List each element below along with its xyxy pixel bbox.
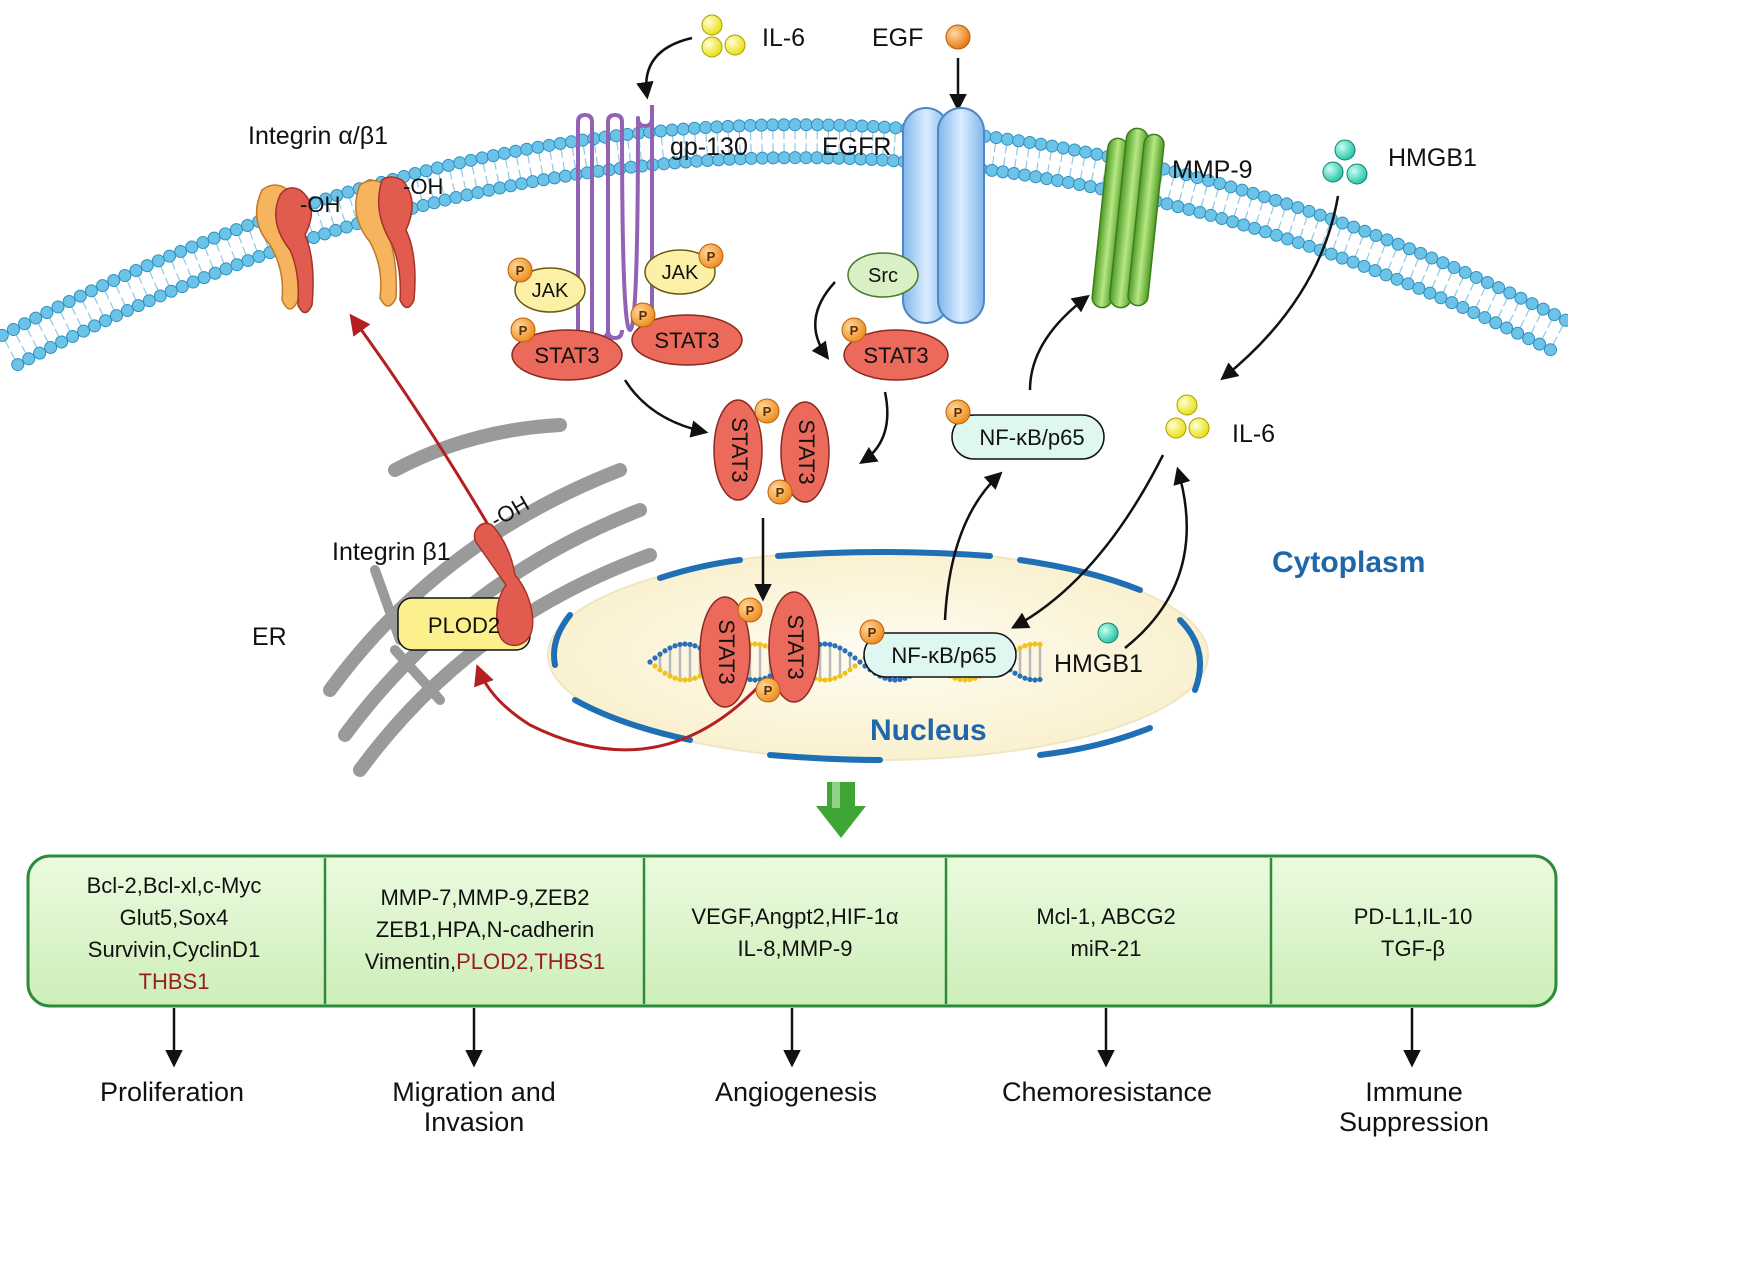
gene-line: MMP-7,MMP-9,ZEB2: [380, 885, 589, 910]
il6-ligand-top: [701, 14, 746, 58]
src-kinase: [847, 252, 919, 298]
mmp9-label: MMP-9: [1172, 156, 1253, 184]
gene-line: Survivin,CyclinD1: [88, 937, 260, 962]
integrin-b1-er: [473, 522, 534, 647]
outcome-label: Proliferation: [100, 1077, 244, 1107]
integrin-ab1-label: Integrin α/β1: [248, 122, 388, 150]
gene-line: VEGF,Angpt2,HIF-1α: [691, 904, 898, 929]
gp130-label: gp-130: [670, 133, 748, 161]
oh-label-1: -OH: [300, 192, 340, 217]
phospho-label: P: [764, 683, 773, 698]
il6-top-label: IL-6: [762, 24, 805, 52]
stat3-left: [511, 329, 623, 381]
gene-line: ZEB1,HPA,N-cadherin: [376, 917, 594, 942]
hmgb1-top-label: HMGB1: [1388, 144, 1477, 172]
jak-left-label: JAK: [532, 280, 569, 302]
cytoplasm-label: Cytoplasm: [1272, 546, 1425, 579]
stat3-src: [843, 329, 949, 381]
phospho-label: P: [516, 263, 525, 278]
gene-line: Glut5,Sox4: [120, 905, 229, 930]
phospho-label: P: [850, 323, 859, 338]
stat3-dimer-b-label: STAT3: [794, 419, 819, 484]
plod2-label: PLOD2: [428, 613, 500, 638]
jak-left: [514, 267, 586, 313]
cell-membrane: [0, 118, 1568, 372]
gene-line: Bcl-2,Bcl-xl,c-Myc: [87, 873, 262, 898]
outcome-arrows: [165, 1008, 1421, 1068]
egf-label: EGF: [872, 24, 923, 52]
gene-line-part: THBS1: [139, 969, 210, 994]
outcome-label: Suppression: [1339, 1107, 1489, 1137]
nfkb-nucleus-label: NF-κB/p65: [891, 643, 996, 668]
egfr-label: EGFR: [822, 133, 891, 161]
phospho-label: P: [707, 249, 716, 264]
gene-line-part: Vimentin,: [365, 949, 456, 974]
outcome-label: Invasion: [424, 1107, 525, 1137]
oh-label-2: -OH: [403, 174, 443, 199]
il6-cyto-label: IL-6: [1232, 420, 1275, 448]
gene-line: TGF-β: [1381, 936, 1445, 961]
gene-line: miR-21: [1071, 936, 1142, 961]
integrin-b1-label: Integrin β1: [332, 538, 451, 566]
outcome-label: Migration and: [392, 1077, 556, 1107]
target-gene-table: Bcl-2,Bcl-xl,c-MycGlut5,Sox4Survivin,Cyc…: [26, 854, 1558, 1137]
plod2-arrows: [349, 313, 762, 752]
stat3-nuclear-a: [699, 596, 751, 708]
stat3-src-label: STAT3: [863, 343, 928, 368]
hmgb1-ligand-nucleus: [1097, 622, 1119, 644]
il6-ligand-cytoplasm: [1165, 394, 1210, 439]
outcome-label: Angiogenesis: [715, 1077, 877, 1107]
outcome-label: Chemoresistance: [1002, 1077, 1212, 1107]
hmgb1-nucleus-label: HMGB1: [1054, 650, 1143, 678]
phospho-label: P: [868, 625, 877, 640]
gene-line: IL-8,MMP-9: [738, 936, 853, 961]
stat3-right: [631, 314, 743, 366]
stat3-signaling-diagram: Bcl-2,Bcl-xl,c-MycGlut5,Sox4Survivin,Cyc…: [0, 14, 1568, 1137]
phospho-label: P: [776, 485, 785, 500]
src-label: Src: [868, 265, 898, 287]
phospho-label: P: [746, 603, 755, 618]
outcome-label: Immune: [1365, 1077, 1463, 1107]
egfr-receptor: [902, 107, 985, 324]
stat3-nuclear-b-label: STAT3: [783, 614, 808, 679]
stat3-nuclear-a-label: STAT3: [714, 619, 739, 684]
transcription-arrow: [816, 782, 866, 838]
egf-ligand: [945, 24, 971, 50]
nfkb-nucleus: [863, 632, 1017, 678]
stat3-nuclear-b: [768, 591, 820, 703]
phosphate-groups: P P P P P P P P P P P: [507, 243, 971, 703]
gene-line: Vimentin,PLOD2,THBS1: [365, 949, 605, 974]
nfkb-cytoplasm: [951, 414, 1105, 460]
nfkb-cyto-label: NF-κB/p65: [979, 425, 1084, 450]
stat3-left-label: STAT3: [534, 343, 599, 368]
jak-right-label: JAK: [662, 262, 699, 284]
gene-line-part: PLOD2,THBS1: [456, 949, 605, 974]
phospho-label: P: [639, 308, 648, 323]
phospho-label: P: [519, 323, 528, 338]
jak-right: [644, 249, 716, 295]
gene-line: PD-L1,IL-10: [1354, 904, 1473, 929]
pathway-arrows: [623, 36, 1340, 649]
hmgb1-ligand-top: [1322, 139, 1368, 185]
stat3-dimer-a: [713, 399, 763, 501]
phospho-label: P: [954, 405, 963, 420]
phospho-label: P: [763, 404, 772, 419]
stat3-dimer-b: [780, 401, 830, 503]
gene-line: THBS1: [139, 969, 210, 994]
stat3-dimer-a-label: STAT3: [727, 417, 752, 482]
stat3-right-label: STAT3: [654, 328, 719, 353]
er-label: ER: [252, 623, 287, 651]
integrin-alpha-beta1: [255, 176, 416, 314]
mmp9-protein: [1091, 127, 1165, 309]
nucleus-label: Nucleus: [870, 714, 987, 747]
gene-line: Mcl-1, ABCG2: [1036, 904, 1175, 929]
